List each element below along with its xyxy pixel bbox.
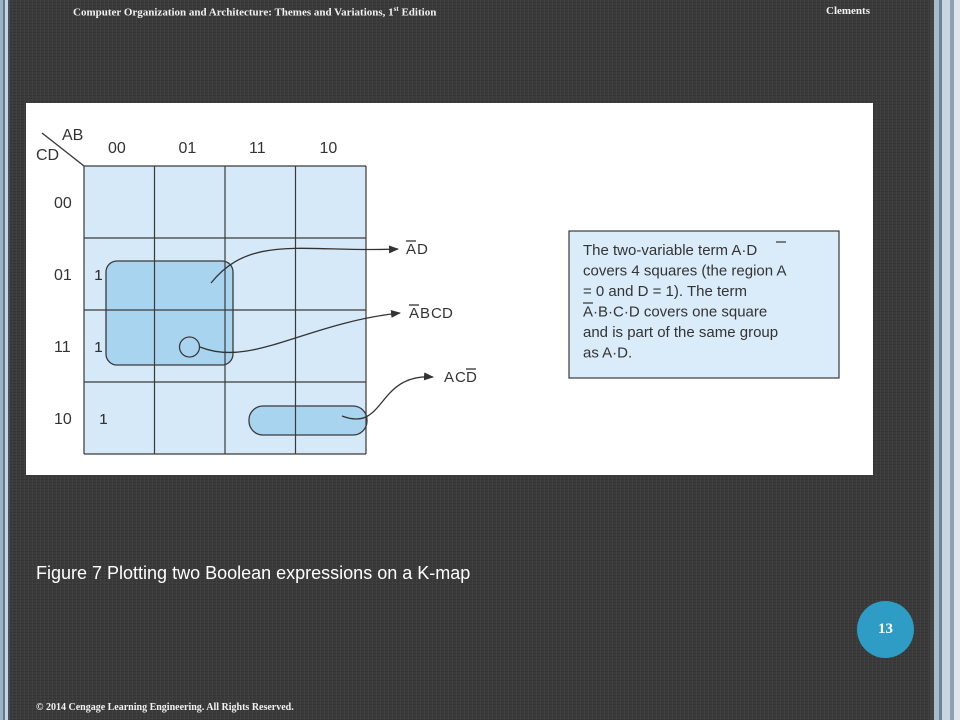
corner-label-cd: CD [36,147,59,164]
term-label-acd-letter: D [466,369,477,386]
right-border-stripe [930,0,960,720]
term-label-acd-letter: C [455,369,466,386]
group-loop-ad [105,260,234,366]
explanation-text: = 0 and D = 1). The term [583,283,747,300]
figure-caption: Figure 7 Plotting two Boolean expression… [36,563,471,583]
row-label: 00 [54,195,72,212]
cell-value: 1 [94,339,102,356]
arrow-abcd [199,309,401,354]
header-title-end: Edition [398,6,437,19]
arrow-ad [210,245,399,284]
left-border-stripe [0,0,10,720]
cell-value: 1 [99,411,107,428]
page-number: 13 [878,621,893,637]
single-square-circle [178,336,201,358]
kmap-cell [84,166,155,238]
term-label-ad-letter: D [417,241,428,258]
kmap-cell [225,166,296,238]
header-author: Clements [826,5,870,17]
header-title-superscript: st [393,5,399,13]
term-label-abcd-letter: B [420,305,430,322]
copyright-footer: © 2014 Cengage Learning Engineering. All… [36,702,294,713]
row-label: 01 [54,267,72,284]
term-label-abcd-letter: A [409,305,419,322]
corner-label-ab: AB [62,127,83,144]
cell-value: 1 [94,339,102,356]
corner-diagonal [41,132,85,167]
explanation-box [568,230,840,379]
term-label-ad-letter: A [406,241,416,258]
row-label: 10 [54,411,72,428]
kmap-cell [295,310,366,382]
column-label: 11 [249,140,266,157]
column-label: 01 [179,140,197,157]
kmap-cell [225,310,296,382]
column-label: 00 [108,140,126,157]
page-number-badge: 13 [857,601,914,658]
explanation-text: and is part of the same group [583,324,778,341]
arrow-acd [341,372,434,420]
kmap-cell [225,238,296,310]
header-book-title: Computer Organization and Architecture: … [73,5,436,19]
cell-value: 1 [94,267,102,284]
term-label-abcd-letter: C [431,305,442,322]
term-label-acd-letter: A [444,369,454,386]
kmap-cell [295,166,366,238]
kmap-cell [84,382,155,454]
explanation-text: A·B·C·D covers one square [583,304,767,321]
kmap-cell [154,166,225,238]
header-title-text: Computer Organization and Architecture: … [73,6,394,19]
kmap-cell [154,382,225,454]
explanation-text: covers 4 squares (the region A [583,263,786,280]
cell-value: 1 [99,411,107,428]
explanation-text: The two-variable term A·D [583,242,757,259]
row-label: 11 [54,339,71,356]
term-label-abcd-letter: D [442,305,453,322]
column-label: 10 [320,140,338,157]
cell-value: 1 [94,267,102,284]
explanation-text: as A·D. [583,345,632,362]
group-loop-acd [248,405,368,436]
